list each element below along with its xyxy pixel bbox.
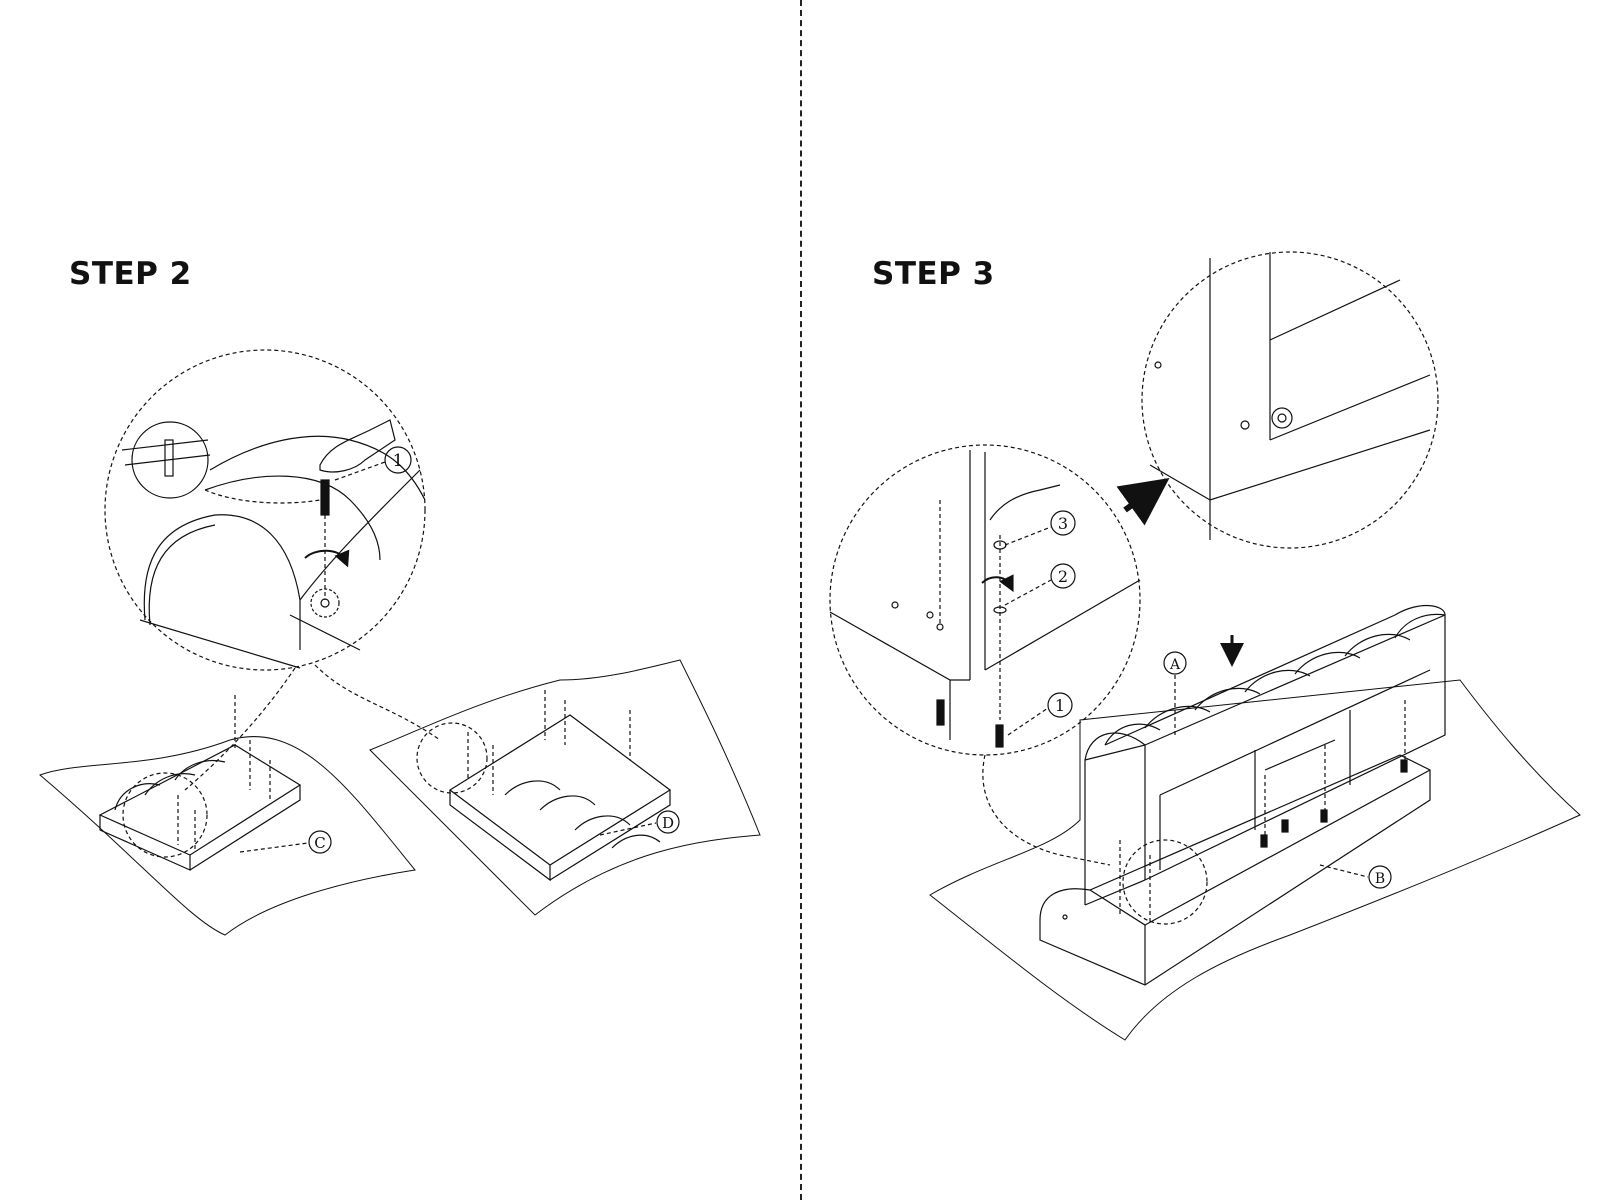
- step3-label-b: B: [1375, 871, 1385, 887]
- step3-zoom-circle-right: [1142, 252, 1438, 548]
- step2-callout-1-number: 1: [393, 451, 404, 471]
- bolt-icon: [321, 480, 329, 515]
- step2-base-c: [40, 695, 415, 935]
- hand-icon-step3: [990, 485, 1060, 520]
- zoom-arrow-icon: [1125, 492, 1150, 510]
- step2-label-d: D: [662, 814, 674, 832]
- step3-zoom-circle-left: [830, 445, 1140, 755]
- step3-diagram: [830, 252, 1580, 1040]
- hole-icon: [321, 599, 329, 607]
- step2-base-d: [370, 660, 760, 915]
- leg-bolt-icon: [937, 700, 944, 725]
- step2-label-c: C: [314, 834, 325, 852]
- step2-diagram: [40, 350, 760, 935]
- step3-callout-2-number: 2: [1058, 567, 1068, 586]
- rotate-arrow-icon-step3: [982, 577, 1010, 585]
- step2-zoom-circle: [105, 350, 425, 670]
- step3-floor-sheet: [930, 680, 1580, 1040]
- bolt-icon-step3: [996, 725, 1003, 747]
- step3-callout-1-number: 1: [1055, 696, 1065, 715]
- step3-base-b: [1040, 755, 1430, 985]
- step3-callout-3-number: 3: [1058, 514, 1068, 533]
- step3-label-a: A: [1169, 657, 1181, 673]
- installed-wing-nut-icon: [1272, 408, 1292, 428]
- hand-icon: [320, 420, 395, 472]
